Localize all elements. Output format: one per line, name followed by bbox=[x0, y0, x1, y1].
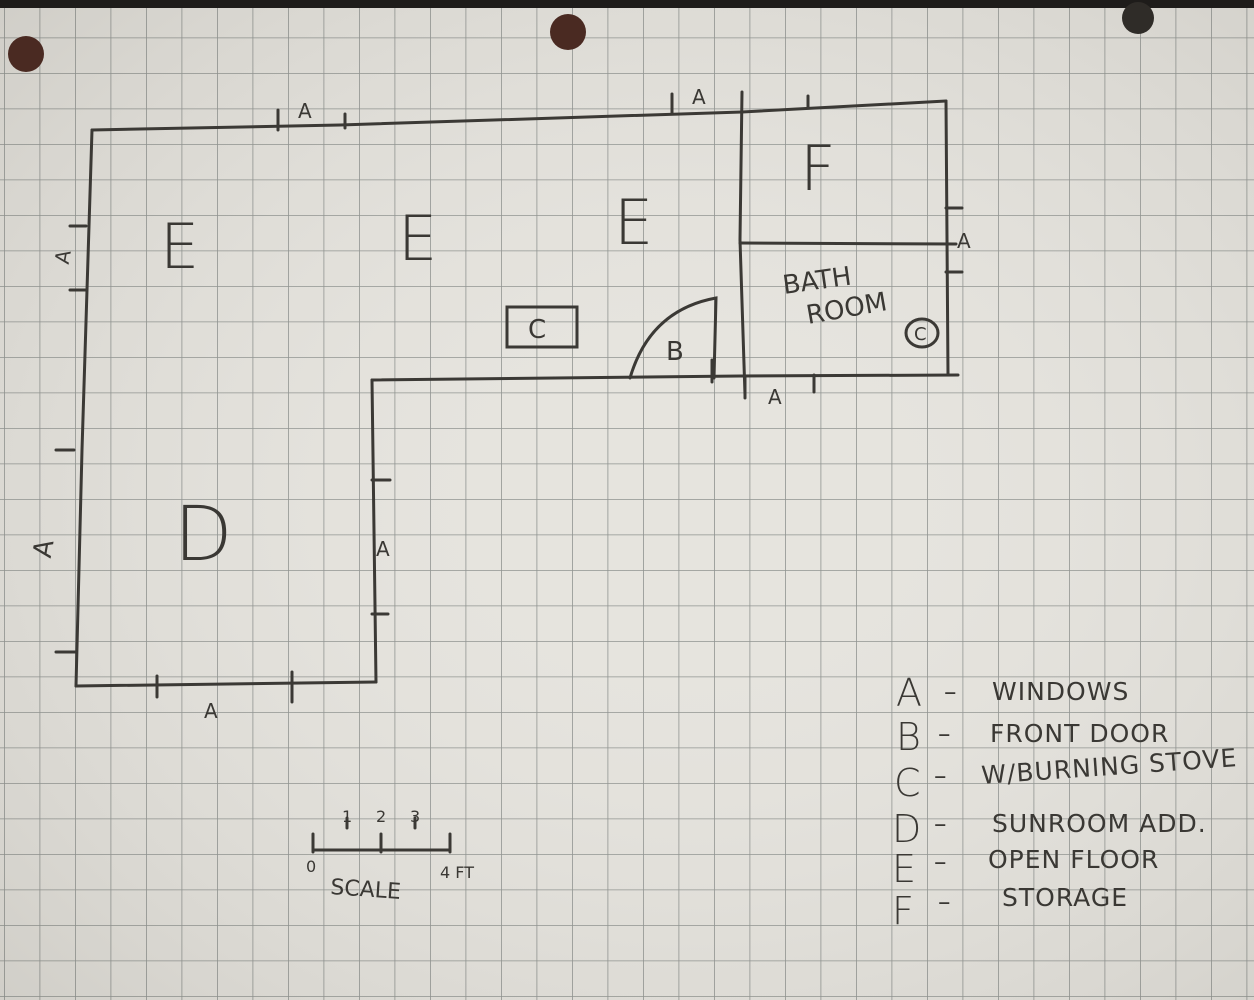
room-label-b: B bbox=[666, 337, 684, 367]
window-mark: A bbox=[28, 537, 61, 560]
legend-dash: – bbox=[938, 887, 952, 916]
room-label-e-left: E bbox=[160, 210, 199, 283]
legend-key: D bbox=[892, 807, 921, 851]
window-mark: A bbox=[204, 699, 218, 723]
binder-holes bbox=[8, 2, 1154, 72]
window-mark: A bbox=[50, 248, 76, 266]
scale-bar: 0 1 2 3 4 FT SCALE bbox=[306, 807, 474, 905]
binder-hole-middle bbox=[550, 14, 586, 50]
scale-tick-0: 0 bbox=[306, 857, 316, 876]
window-mark: A bbox=[298, 99, 312, 123]
scale-label: SCALE bbox=[330, 875, 402, 905]
toilet-fixture bbox=[904, 317, 940, 349]
legend-desc: STORAGE bbox=[1002, 883, 1128, 912]
scale-tick-3: 3 bbox=[410, 807, 420, 826]
legend-dash: – bbox=[938, 719, 952, 748]
legend-key: F bbox=[892, 889, 914, 933]
room-label-e-center: E bbox=[398, 202, 437, 275]
legend-key: A bbox=[896, 671, 922, 715]
window-mark: A bbox=[768, 385, 782, 409]
legend-key: E bbox=[892, 847, 916, 891]
legend-dash: – bbox=[934, 761, 948, 790]
stove-outline bbox=[505, 305, 579, 349]
window-mark: A bbox=[376, 537, 390, 561]
legend-dash: – bbox=[934, 847, 948, 876]
room-label-f: F bbox=[800, 132, 836, 205]
legend-dash: – bbox=[944, 677, 958, 706]
legend-key: C bbox=[894, 761, 921, 805]
legend-desc: FRONT DOOR bbox=[990, 719, 1169, 748]
legend-desc: WINDOWS bbox=[992, 677, 1129, 706]
floor-plan-walls bbox=[74, 90, 960, 688]
window-mark: A bbox=[692, 85, 706, 109]
scale-tick-1: 1 bbox=[342, 807, 352, 826]
scale-tick-4: 4 FT bbox=[440, 863, 474, 882]
window-ticks bbox=[54, 92, 964, 704]
binder-hole-left bbox=[8, 36, 44, 72]
room-label-e-right: E bbox=[614, 186, 653, 259]
legend-desc: OPEN FLOOR bbox=[988, 845, 1159, 874]
legend-key: B bbox=[896, 715, 921, 759]
room-labels: E E E F BATH ROOM D B C C bbox=[160, 132, 927, 578]
legend: A – WINDOWS B – FRONT DOOR C – W/BURNING… bbox=[892, 671, 1238, 933]
window-mark: A bbox=[957, 229, 971, 253]
fixture-label-c: C bbox=[914, 324, 927, 345]
legend-desc: SUNROOM ADD. bbox=[992, 809, 1207, 838]
legend-dash: – bbox=[934, 809, 948, 838]
window-marks: A A A A A A A A bbox=[28, 85, 971, 723]
scale-tick-2: 2 bbox=[376, 807, 386, 826]
binder-hole-right bbox=[1122, 2, 1154, 34]
room-label-d: D bbox=[174, 489, 233, 578]
room-label-c: C bbox=[528, 315, 546, 345]
